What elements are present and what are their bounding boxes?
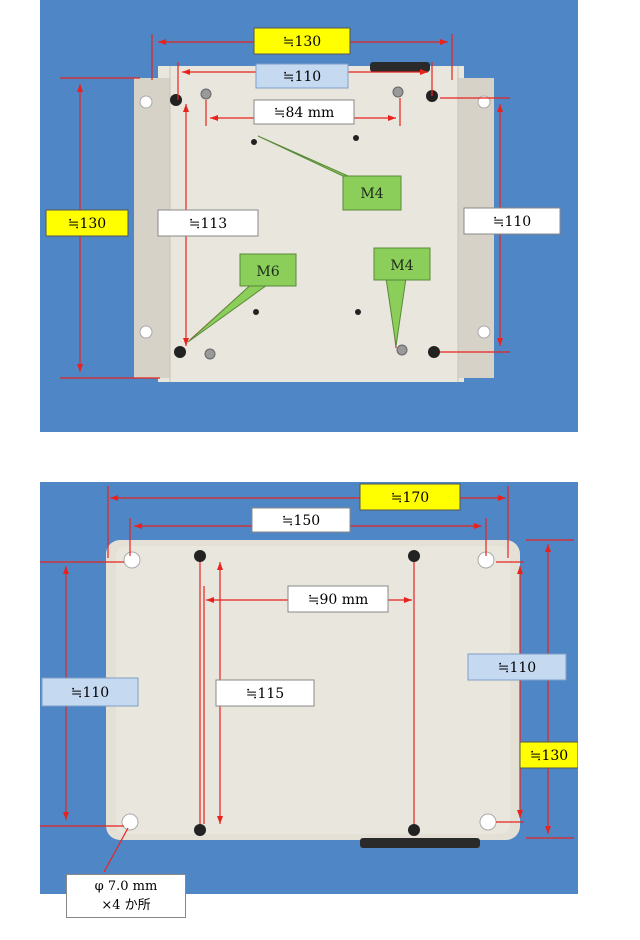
label-top-height-outer: ≒130 <box>68 216 106 232</box>
top-diagram: M4 M6 M4 ≒130 ≒110 ≒84 mm ≒130 ≒113 ≒110 <box>45 27 561 382</box>
top-callouts: M4 M6 M4 <box>187 135 431 347</box>
label-bottom-hole-spacing: ≒90 mm <box>308 592 369 608</box>
top-photo: M4 M6 M4 ≒130 ≒110 ≒84 mm ≒130 ≒113 ≒110 <box>40 0 578 432</box>
top-dimension-labels: ≒130 ≒110 ≒84 mm ≒130 ≒113 ≒110 <box>45 27 561 237</box>
callout-m4-lower: M4 <box>390 258 413 274</box>
label-top-hole-spacing: ≒84 mm <box>274 105 335 121</box>
hole-spec-diameter: φ 7.0 mm <box>94 879 158 894</box>
hole-spec-note: φ 7.0 mm ×4 か所 <box>66 874 186 918</box>
bottom-arrowheads <box>63 495 551 834</box>
label-top-height-right: ≒110 <box>493 214 531 230</box>
callout-m4-upper: M4 <box>360 186 383 202</box>
bottom-diagram: ≒170 ≒150 ≒90 mm ≒110 ≒115 ≒110 ≒130 <box>40 483 578 873</box>
label-bottom-height-mid: ≒115 <box>246 686 284 702</box>
callout-m6: M6 <box>256 264 279 280</box>
label-bottom-height-left: ≒110 <box>71 685 109 701</box>
top-arrowheads <box>77 39 503 372</box>
label-bottom-height-right-inner: ≒110 <box>498 660 536 676</box>
label-top-width-inner: ≒110 <box>283 69 321 85</box>
label-bottom-height-right-outer: ≒130 <box>530 748 568 764</box>
bottom-mount-holes <box>121 550 497 836</box>
label-top-width-outer: ≒130 <box>283 34 321 50</box>
label-bottom-width-inner: ≒150 <box>282 513 320 529</box>
hole-spec-count: ×4 か所 <box>101 898 151 913</box>
label-bottom-width-outer: ≒170 <box>391 490 429 506</box>
bottom-dimension-labels: ≒170 ≒150 ≒90 mm ≒110 ≒115 ≒110 ≒130 <box>41 483 578 769</box>
label-top-height-left: ≒113 <box>189 216 227 232</box>
bottom-photo: ≒170 ≒150 ≒90 mm ≒110 ≒115 ≒110 ≒130 <box>40 482 578 894</box>
top-mount-holes <box>139 86 491 360</box>
